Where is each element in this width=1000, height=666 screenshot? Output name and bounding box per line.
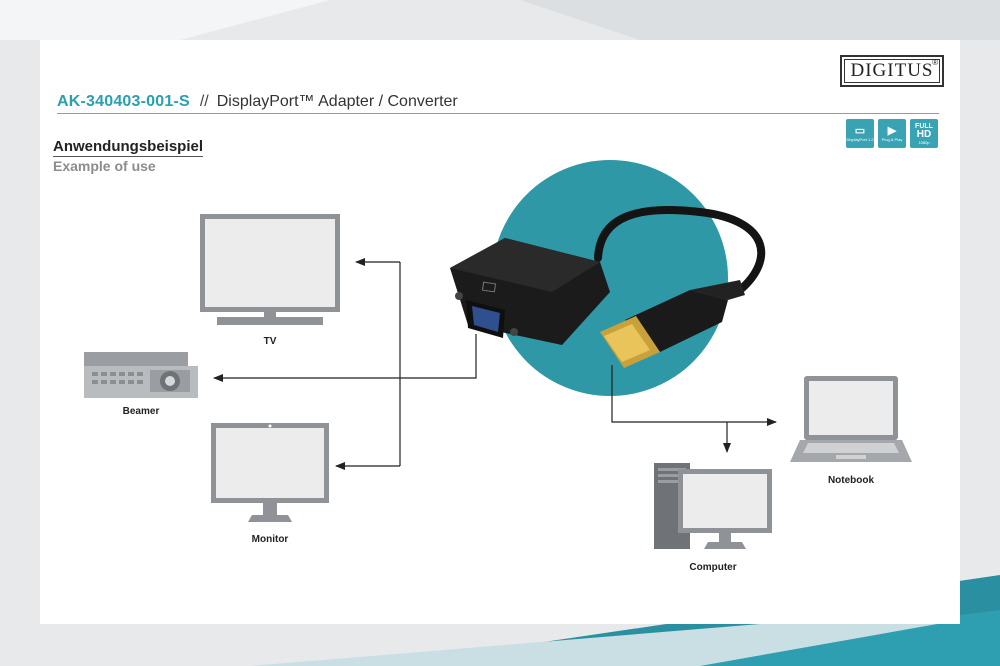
notebook-icon [790, 376, 912, 462]
line-to-notebook [611, 365, 777, 426]
header-divider [57, 113, 939, 114]
displayport-input-lines [611, 365, 777, 453]
computer-label: Computer [689, 562, 737, 573]
digitus-logo: DIGITUS ® [840, 55, 944, 87]
adapter-cable [594, 206, 766, 294]
displayport-icon: ▭ [854, 125, 866, 137]
line-to-beamer [213, 334, 477, 382]
registered-mark: ® [932, 58, 938, 67]
badge-caption: 1080p [918, 139, 930, 145]
displayport-plug [600, 280, 745, 368]
beamer-icon [84, 352, 198, 398]
logo-text: DIGITUS [850, 60, 934, 81]
vga-adapter [450, 238, 610, 345]
badge-caption: Plug & Play [881, 137, 903, 142]
monitor-icon [211, 423, 329, 522]
displayport-badge: ▭ DisplayPort 1.2 [846, 119, 874, 148]
computer-icon [654, 463, 772, 549]
tv-icon [200, 214, 340, 325]
monitor-label: Monitor [251, 534, 289, 545]
beamer-label: Beamer [122, 406, 160, 417]
full-hd-icon: FULL [915, 122, 933, 130]
header-separator: // [199, 93, 209, 110]
page-header: AK-340403-001-S // DisplayPort™ Adapter / … [57, 93, 458, 111]
badge-caption: DisplayPort 1.2 [846, 137, 874, 142]
feature-badges: ▭ DisplayPort 1.2 ▶ Plug & Play FULL HD … [846, 119, 938, 148]
vga-output-lines [213, 258, 477, 470]
section-title-german: Anwendungsbeispiel [53, 138, 204, 157]
tv-label: TV [263, 336, 277, 347]
badge-hd-text: HD [916, 128, 932, 140]
section-title-english: Example of use [53, 158, 156, 174]
full-hd-badge: FULL HD 1080p [910, 119, 938, 148]
plug-and-play-icon: ▶ [887, 125, 897, 137]
product-title: DisplayPort™ Adapter / Converter [216, 93, 458, 110]
plug-and-play-badge: ▶ Plug & Play [878, 119, 906, 148]
product-sku: AK-340403-001-S [57, 93, 190, 110]
notebook-label: Notebook [827, 475, 875, 486]
